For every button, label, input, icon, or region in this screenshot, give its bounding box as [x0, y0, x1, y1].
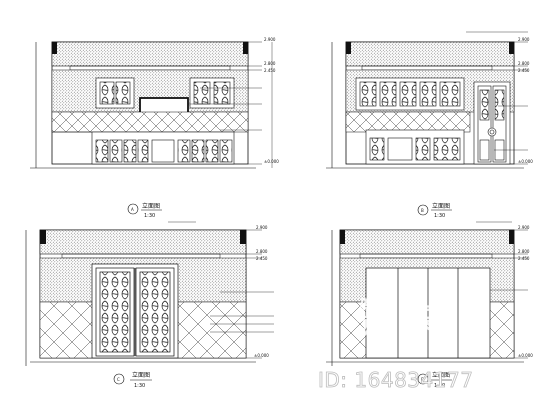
elevation-d-labels: 2.900 2.800 2.450 ±0.000	[518, 225, 533, 358]
elevation-b-marker-letter: B	[421, 208, 424, 213]
elevation-b: 2.900 2.800 2.450 ±0.000 B 立面图 1:30	[326, 31, 533, 219]
elevation-b-label: ±0.000	[518, 159, 533, 164]
elevation-d-label: 2.450	[518, 256, 530, 261]
elevation-b-labels: 2.900 2.800 2.450 ±0.000	[518, 37, 533, 164]
elevation-d-window	[365, 267, 491, 359]
elevation-d-marker-letter: D	[421, 377, 424, 382]
watermark: 知末 ID: 164834177	[318, 295, 474, 393]
elevation-b-title: 立面图	[432, 202, 450, 210]
elevation-a-label: ±0.000	[264, 159, 279, 164]
elevation-a-marker-letter: A	[131, 207, 134, 212]
elevation-c-marker-letter: C	[117, 377, 120, 382]
elevation-c-label: ±0.000	[254, 353, 269, 358]
elevation-b-marker	[417, 204, 429, 216]
elevation-c-labels: 2.900 2.800 2.450 ±0.000	[254, 225, 269, 358]
elevation-a-title: 立面图	[142, 202, 160, 210]
elevation-c-title: 立面图	[132, 371, 150, 379]
elevation-c-door	[91, 263, 179, 359]
elevation-a-marker	[127, 203, 139, 215]
elevation-a: 2.900 2.800 2.450 ±0.000 A 立面图 1:30	[30, 37, 279, 219]
elevation-a-label: 2.900	[264, 37, 276, 42]
elevation-a-scale: 1:30	[144, 213, 155, 219]
elevation-d-label: 2.900	[518, 225, 530, 230]
elevation-a-label: 2.450	[264, 68, 276, 73]
watermark-id: ID: 164834177	[318, 368, 473, 392]
watermark-brand: 知末	[356, 296, 444, 347]
elevation-c-label: 2.800	[256, 249, 268, 254]
elevation-b-label: 2.450	[518, 68, 530, 73]
elevation-d-label: ±0.000	[518, 353, 533, 358]
elevation-c: 2.900 2.800 2.450 ±0.000 C 立面图 1:30	[25, 221, 274, 389]
elevation-d-title: 立面图	[432, 371, 450, 379]
elevation-b-scale: 1:30	[434, 213, 445, 219]
elevation-b-label: 2.900	[518, 37, 530, 42]
elevation-a-label: 2.800	[264, 61, 276, 66]
elevation-c-label: 2.900	[256, 225, 268, 230]
elevation-c-marker	[113, 373, 125, 385]
elevation-d: 2.900 2.800 2.450 ±0.000 D 立面图 1:30	[326, 221, 533, 389]
elevation-b-door	[473, 81, 511, 165]
elevation-a-labels: 2.900 2.800 2.450 ±0.000	[264, 37, 279, 164]
elevation-d-label: 2.800	[518, 249, 530, 254]
elevation-d-marker	[417, 373, 429, 385]
elevation-d-scale: 1:30	[434, 383, 445, 389]
elevation-c-label: 2.450	[256, 256, 268, 261]
elevation-c-scale: 1:30	[134, 383, 145, 389]
elevation-b-label: 2.800	[518, 61, 530, 66]
